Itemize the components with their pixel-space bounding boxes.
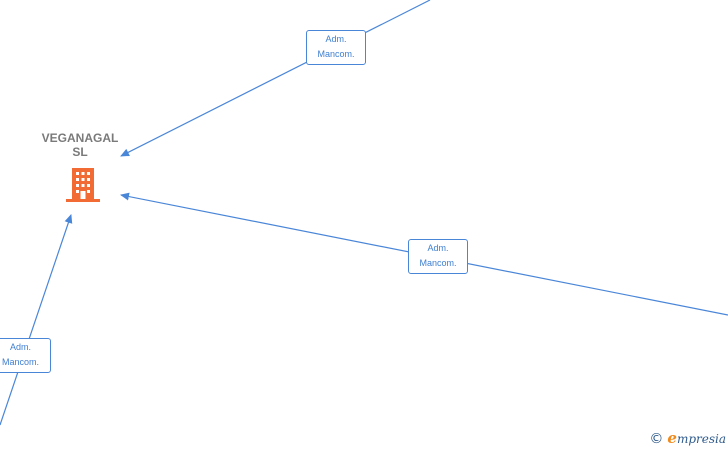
edge-label-role: Adm.: [325, 34, 347, 44]
copyright-icon: ©: [649, 431, 664, 447]
brand-footer: ©empresia: [649, 429, 726, 447]
edge-label-role-detail: Mancom.: [317, 49, 355, 59]
brand-logo-text: mpresia: [676, 432, 726, 446]
edge-label-role: Adm.: [9, 342, 31, 352]
brand-logo-initial: e: [667, 429, 677, 447]
company-name[interactable]: VEGANAGAL SL: [41, 131, 119, 159]
edge-line-top: [120, 0, 431, 157]
edge-label-role-detail: Mancom.: [419, 258, 457, 268]
edge-line-bottom-left: [0, 214, 73, 426]
edge-label-bottom-left[interactable]: Adm. Mancom.: [0, 338, 51, 373]
edge-label-right[interactable]: Adm. Mancom.: [408, 239, 468, 274]
edge-label-top[interactable]: Adm. Mancom.: [306, 30, 366, 65]
edge-label-role: Adm.: [427, 243, 449, 253]
edge-label-role-detail: Mancom.: [1, 357, 39, 367]
building-icon[interactable]: [66, 166, 100, 202]
